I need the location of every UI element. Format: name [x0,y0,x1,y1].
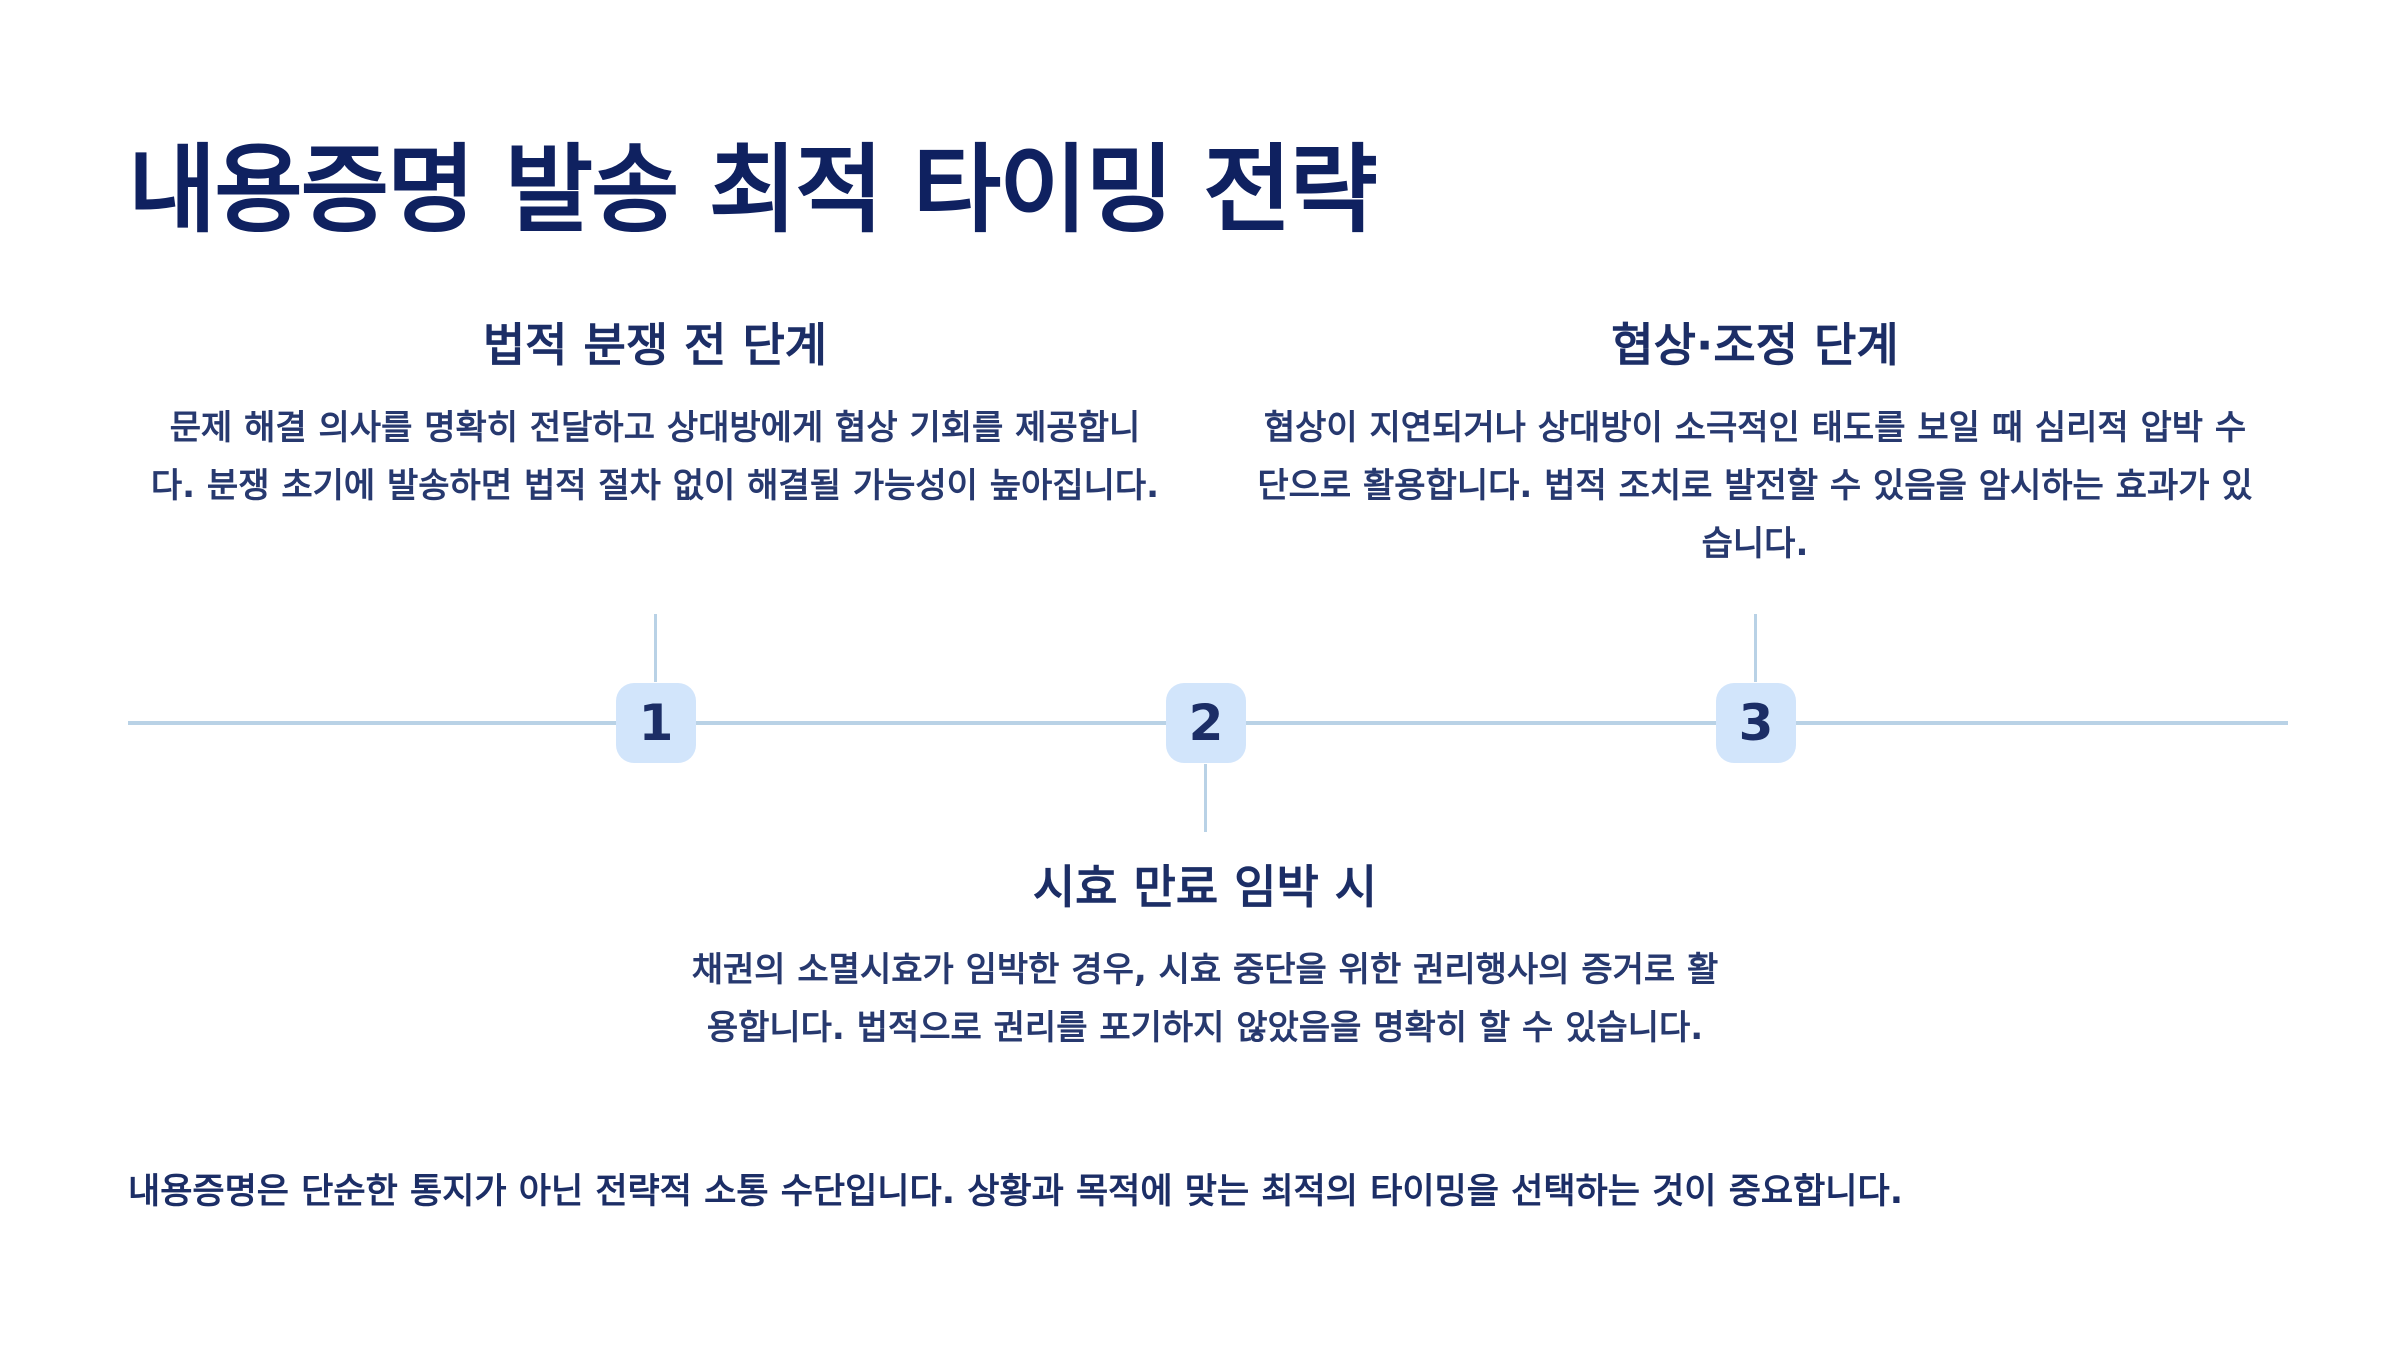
step-marker-2: 2 [1166,683,1246,763]
page-title: 내용증명 발송 최적 타이밍 전략 [128,134,1378,246]
step-block-2: 시효 만료 임박 시 채권의 소멸시효가 임박한 경우, 시효 중단을 위한 권… [690,860,1720,1057]
step-heading-1: 법적 분쟁 전 단계 [482,318,828,372]
step-marker-1: 1 [616,683,696,763]
connector-line-1 [654,614,657,682]
connector-line-3 [1754,614,1757,682]
step-description-1: 문제 해결 의사를 명확히 전달하고 상대방에게 협상 기회를 제공합니다. 분… [150,408,1160,507]
connector-line-2 [1204,764,1207,832]
step-heading-2: 시효 만료 임박 시 [1032,860,1378,914]
step-block-3: 협상·조정 단계 협상이 지연되거나 상대방이 소극적인 태도를 보일 때 심리… [1250,318,2260,573]
step-heading-3: 협상·조정 단계 [1611,318,1899,372]
step-marker-3: 3 [1716,683,1796,763]
footer-note: 내용증명은 단순한 통지가 아닌 전략적 소통 수단입니다. 상황과 목적에 맞… [128,1172,1903,1212]
step-block-1: 법적 분쟁 전 단계 문제 해결 의사를 명확히 전달하고 상대방에게 협상 기… [150,318,1160,515]
step-description-2: 채권의 소멸시효가 임박한 경우, 시효 중단을 위한 권리행사의 증거로 활용… [691,950,1719,1049]
step-description-3: 협상이 지연되거나 상대방이 소극적인 태도를 보일 때 심리적 압박 수단으로… [1257,408,2253,565]
